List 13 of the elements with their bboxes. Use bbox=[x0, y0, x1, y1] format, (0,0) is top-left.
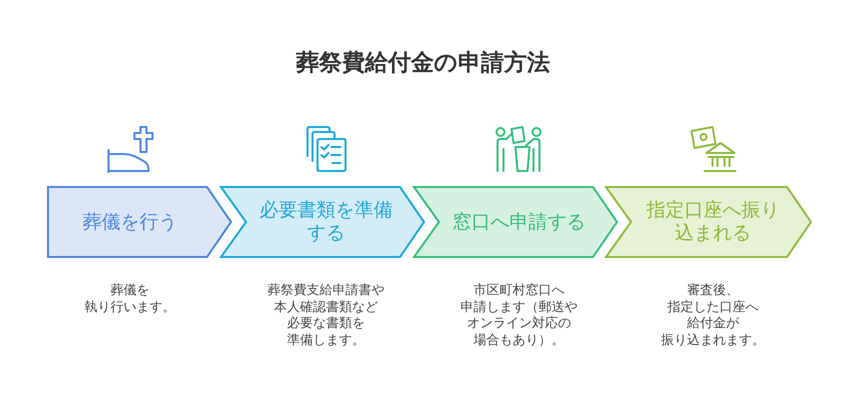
step-description: 審査後、指定した口座へ給付金が振り込まれます。 bbox=[660, 283, 766, 350]
step-label: 指定口座へ振り込まれる bbox=[646, 199, 780, 245]
diagram-title: 葬祭費給付金の申請方法 bbox=[296, 49, 550, 78]
chevron-step bbox=[605, 186, 812, 258]
step-description: 葬祭費支給申請書や本人確認書類など必要な書類を準備します。 bbox=[266, 283, 386, 350]
chevron-step bbox=[220, 186, 425, 258]
step-description: 市区町村窓口へ申請します（郵送やオンライン対応の場合もあり）。 bbox=[460, 283, 578, 350]
step-label: 必要書類を準備する bbox=[258, 199, 394, 245]
chevron-step bbox=[47, 186, 232, 258]
step-label: 葬儀を行う bbox=[82, 210, 178, 234]
chevron-step bbox=[413, 186, 618, 258]
step-description: 葬儀を執り行います。 bbox=[84, 283, 176, 316]
step-label: 窓口へ申請する bbox=[452, 210, 586, 234]
